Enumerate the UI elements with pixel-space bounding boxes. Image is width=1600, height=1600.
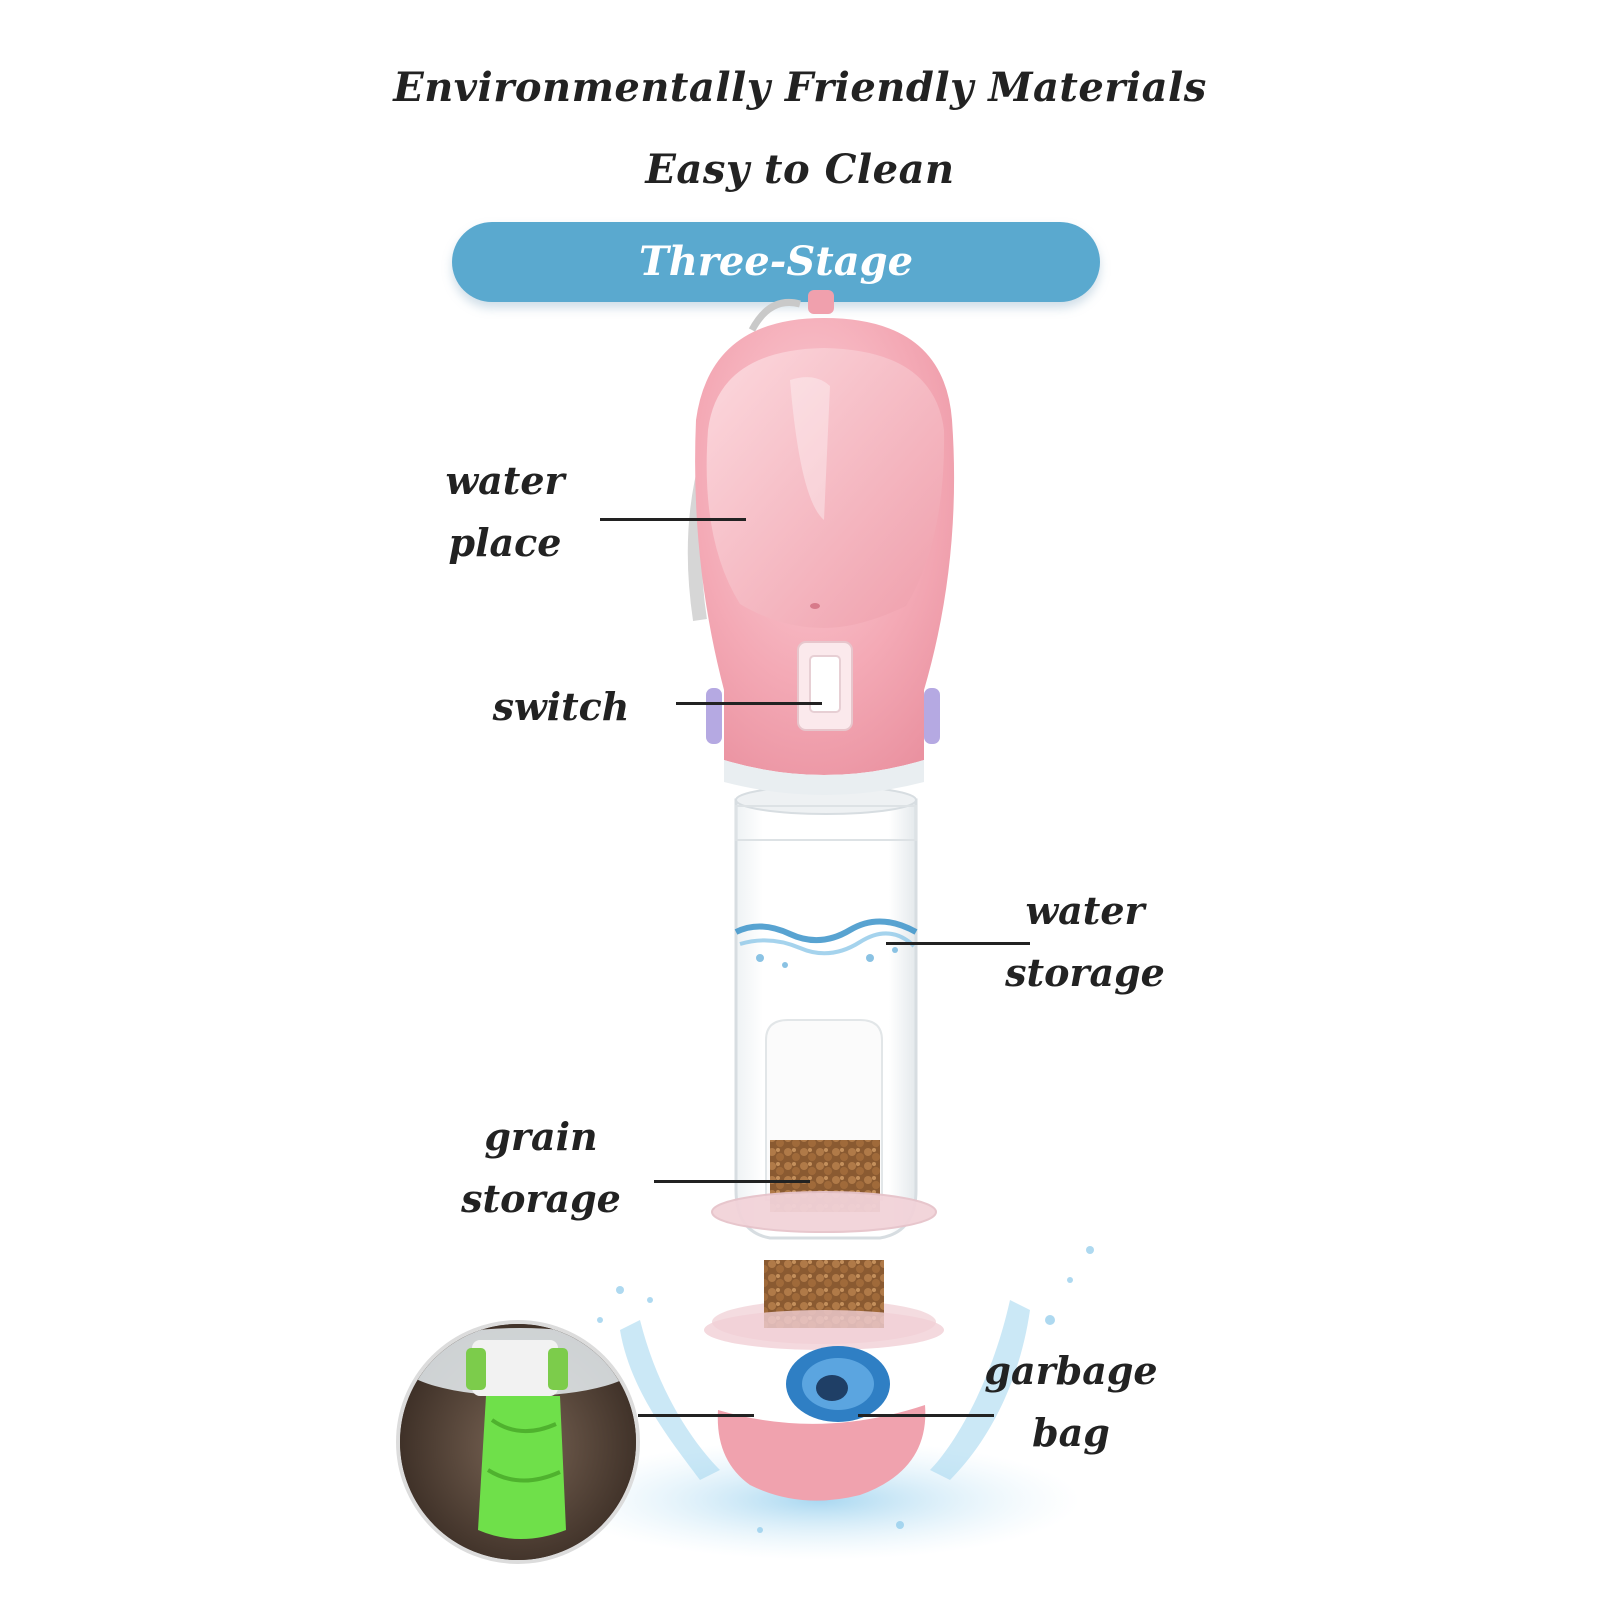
callout-water-place: water place [430, 450, 580, 574]
leader-water-storage [886, 942, 1030, 945]
leader-inset [638, 1414, 754, 1417]
callout-grain-storage: grain storage [456, 1106, 626, 1230]
leader-water-place [600, 518, 746, 521]
headline-clean: Easy to Clean [645, 146, 955, 193]
callout-water-storage-line1: water [1025, 888, 1145, 933]
callout-garbage-bag-line2: bag [1032, 1410, 1110, 1455]
callout-water-storage-line2: storage [1005, 950, 1165, 995]
callout-switch-line1: switch [492, 684, 630, 729]
banner-text: Three-Stage [638, 238, 914, 285]
callout-grain-storage-line2: storage [461, 1176, 621, 1221]
callout-water-place-line2: place [448, 520, 562, 565]
callout-garbage-bag-line1: garbage [984, 1348, 1158, 1393]
three-stage-banner: Three-Stage [452, 222, 1100, 302]
callout-garbage-bag: garbage bag [976, 1340, 1166, 1464]
callout-water-storage: water storage [1000, 880, 1170, 1004]
callout-grain-storage-line1: grain [484, 1114, 598, 1159]
leader-switch [676, 702, 822, 705]
callout-water-place-line1: water [445, 458, 565, 503]
leader-grain-storage [654, 1180, 810, 1183]
callout-switch: switch [486, 676, 636, 738]
leader-garbage-bag [858, 1414, 994, 1417]
headline-materials: Environmentally Friendly Materials [393, 64, 1207, 111]
